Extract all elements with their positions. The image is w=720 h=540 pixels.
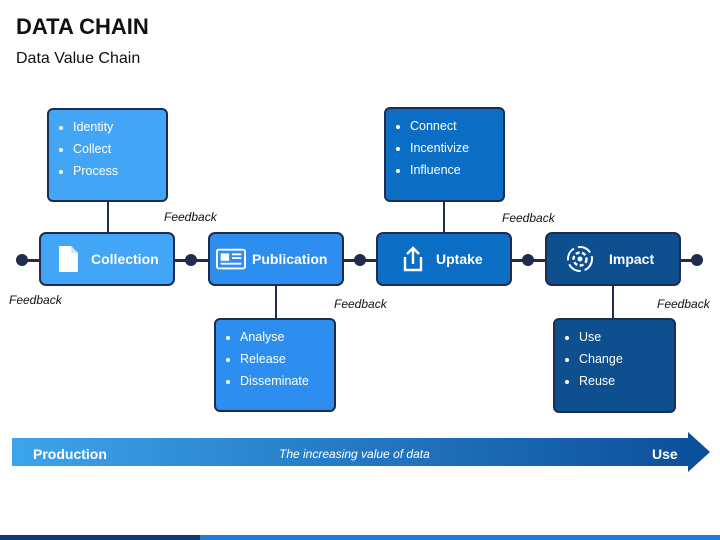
list-item: Identity (73, 120, 166, 134)
feedback-label: Feedback (334, 297, 387, 311)
arrow-start-label: Production (33, 446, 107, 462)
stage-label: Collection (91, 251, 159, 267)
list-item: Incentivize (410, 141, 503, 155)
list-item: Use (579, 330, 674, 344)
document-icon (53, 244, 83, 274)
value-arrow (12, 432, 710, 472)
arrow-end-label: Use (652, 446, 678, 462)
stage-publication: Publication (208, 232, 344, 286)
gear-icon (565, 244, 595, 274)
feedback-label: Feedback (9, 293, 62, 307)
connector-line (612, 285, 614, 320)
share-icon (398, 244, 428, 274)
list-item: Disseminate (240, 374, 334, 388)
timeline-dot (691, 254, 703, 266)
connector-line (107, 202, 109, 234)
connector-line (275, 285, 277, 320)
list-item: Reuse (579, 374, 674, 388)
feedback-label: Feedback (657, 297, 710, 311)
list-item: Process (73, 164, 166, 178)
stage-collection: Collection (39, 232, 175, 286)
list-item: Collect (73, 142, 166, 156)
page-title: DATA CHAIN (16, 14, 149, 39)
list-item: Connect (410, 119, 503, 133)
collection-list: Identity Collect Process (47, 108, 168, 202)
publication-list: Analyse Release Disseminate (214, 318, 336, 412)
uptake-list: Connect Incentivize Influence (384, 107, 505, 202)
stage-impact: Impact (545, 232, 681, 286)
page-subtitle: Data Value Chain (16, 50, 141, 67)
connector-line (443, 202, 445, 234)
timeline-dot (522, 254, 534, 266)
stage-label: Publication (252, 251, 328, 267)
newspaper-icon (216, 244, 246, 274)
timeline-dot (354, 254, 366, 266)
list-item: Release (240, 352, 334, 366)
impact-list: Use Change Reuse (553, 318, 676, 413)
feedback-label: Feedback (164, 210, 217, 224)
feedback-label: Feedback (502, 211, 555, 225)
list-item: Change (579, 352, 674, 366)
stage-label: Uptake (436, 251, 483, 267)
footer-bar (0, 535, 720, 540)
stage-uptake: Uptake (376, 232, 512, 286)
stage-label: Impact (609, 251, 655, 267)
arrow-center-label: The increasing value of data (279, 447, 430, 461)
list-item: Influence (410, 163, 503, 177)
timeline-dot (16, 254, 28, 266)
list-item: Analyse (240, 330, 334, 344)
timeline-dot (185, 254, 197, 266)
